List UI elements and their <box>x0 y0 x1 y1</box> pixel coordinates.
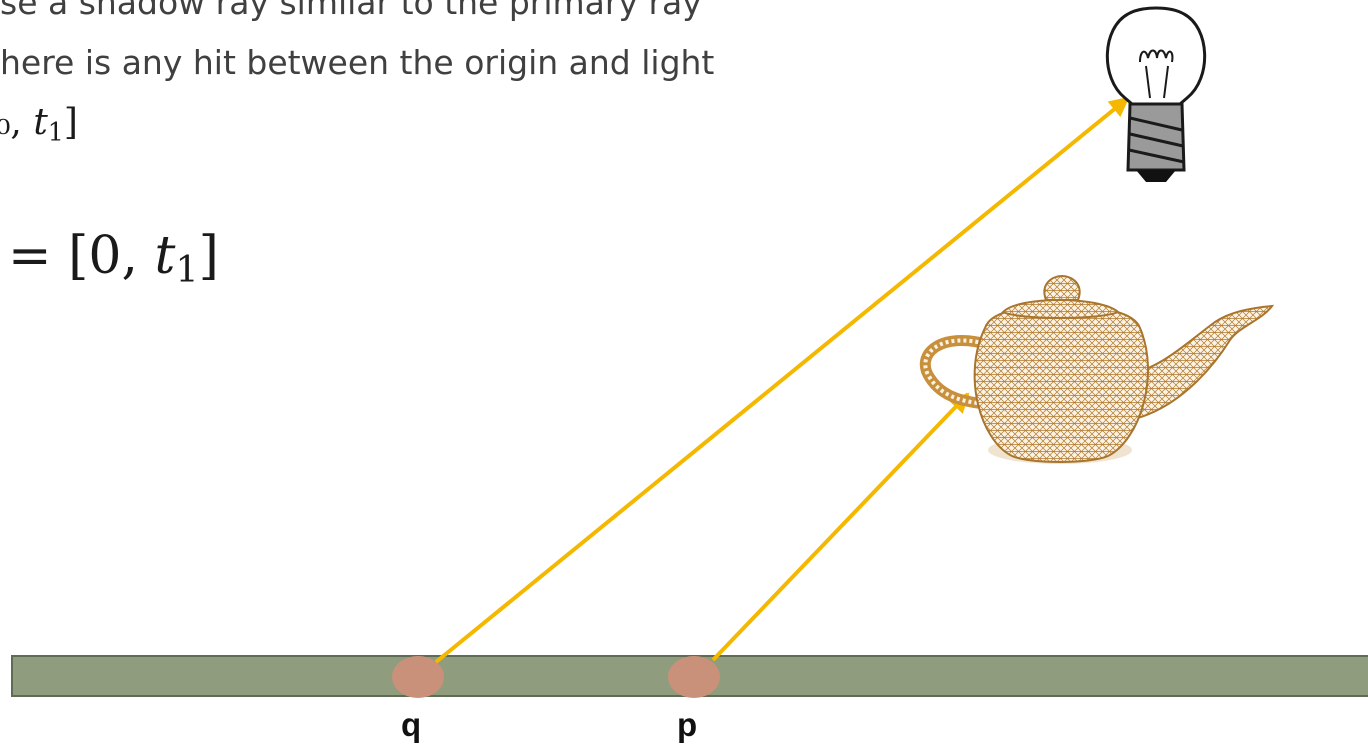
point-label-q: q <box>401 706 422 743</box>
math-prefix: = [0, <box>8 226 155 286</box>
math-close-bracket: ] <box>198 226 219 286</box>
math-sub-1: 1 <box>175 248 199 292</box>
text-line-shadow-ray-content: se a shadow ray similar to the primary r… <box>0 0 702 22</box>
math-sub-1: 1 <box>47 117 64 147</box>
shadow-ray-from-q <box>434 96 1130 664</box>
math-prefix: ₀, <box>0 102 22 143</box>
math-close-bracket: ] <box>63 102 78 143</box>
math-var-t: t <box>33 102 48 143</box>
hit-point-q <box>392 656 444 698</box>
text-line-shadow-ray: se a shadow ray similar to the primary r… <box>0 0 702 19</box>
math-var-t: t <box>154 226 176 286</box>
text-line-hit-test-content: here is any hit between the origin and l… <box>0 43 715 82</box>
light-bulb-icon <box>1105 6 1207 182</box>
teapot-wireframe <box>919 274 1275 464</box>
shadow-ray-from-p <box>711 392 970 662</box>
math-interval-t0-t1: ₀, t1] <box>0 105 78 145</box>
text-line-hit-test: here is any hit between the origin and l… <box>0 46 714 79</box>
math-interval-0-t1: = [0, t1] <box>8 230 219 289</box>
hit-point-p <box>668 656 720 698</box>
point-label-p: p <box>677 706 698 743</box>
